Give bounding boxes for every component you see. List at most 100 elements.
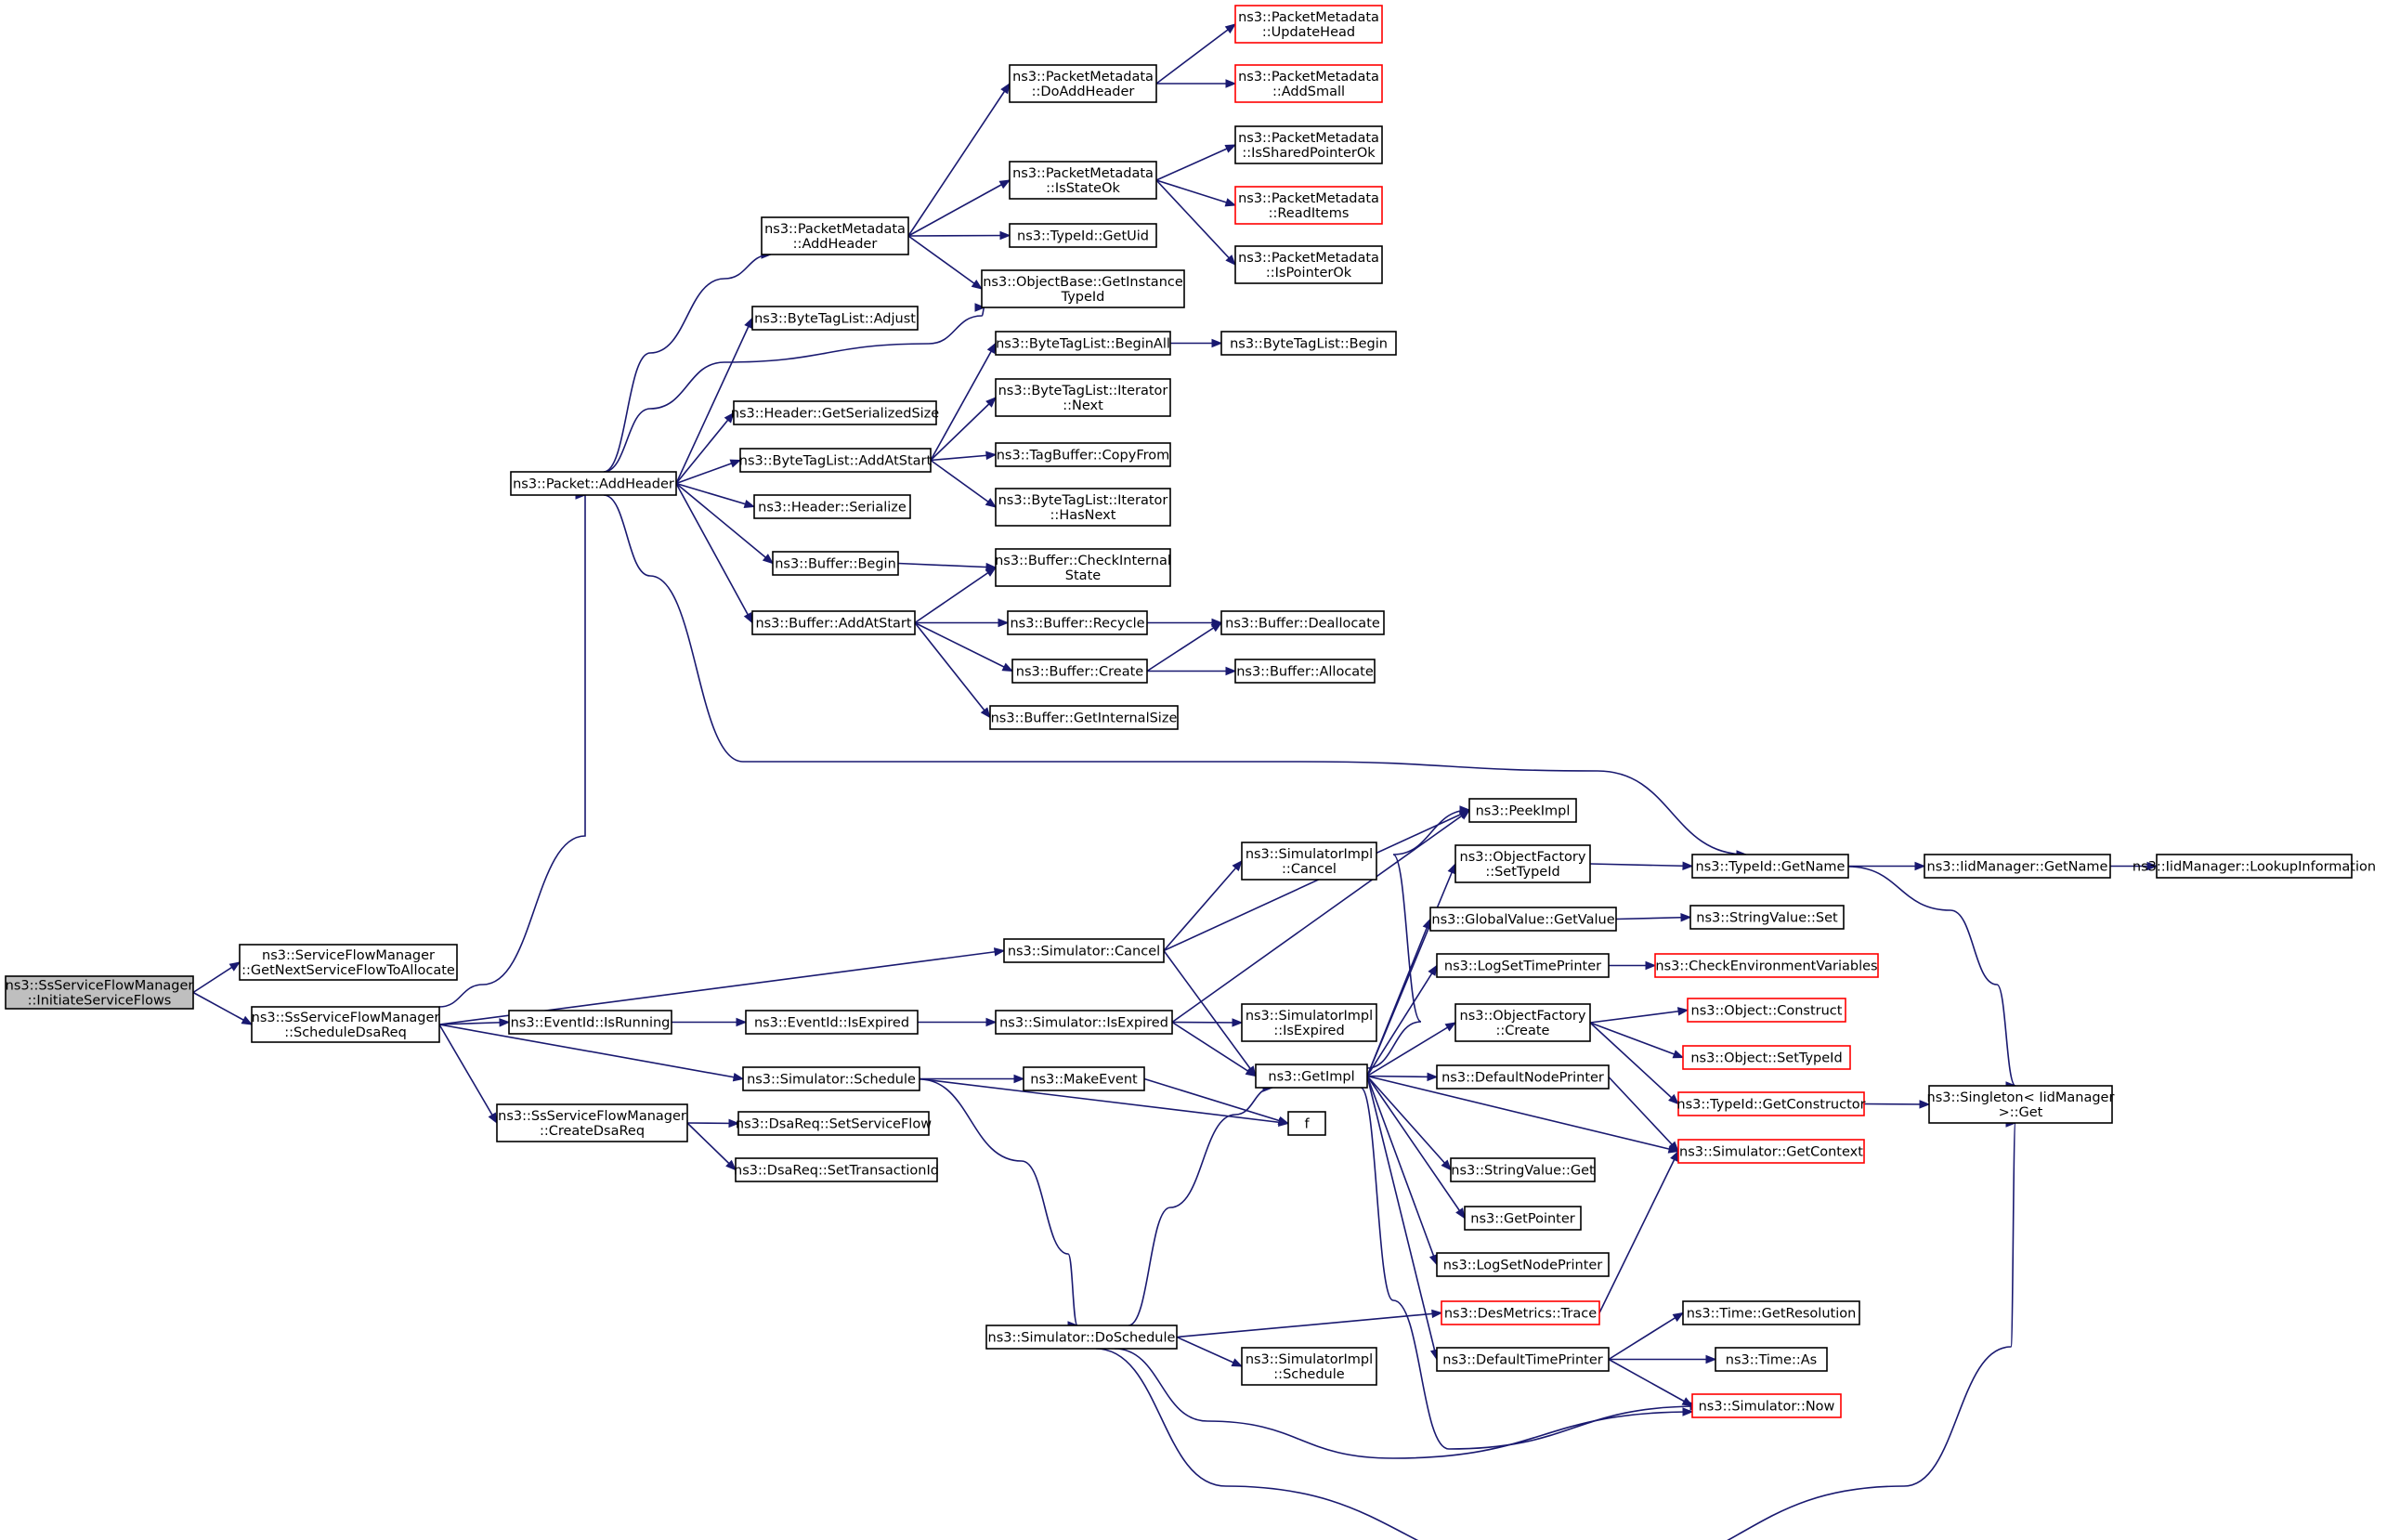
graph-node-pm-shared[interactable]: ns3::PacketMetadata::IsSharedPointerOk	[1234, 125, 1383, 164]
node-box[interactable]	[1234, 659, 1376, 684]
node-box[interactable]	[1677, 1139, 1865, 1164]
graph-node-root[interactable]: ns3::SsServiceFlowManager::InitiateServi…	[5, 975, 194, 1010]
node-box[interactable]	[1689, 905, 1845, 930]
graph-node-sfm-next[interactable]: ns3::ServiceFlowManager::GetNextServiceF…	[239, 944, 458, 981]
graph-node-buf-alloc[interactable]: ns3::Buffer::Allocate	[1234, 659, 1376, 684]
node-box[interactable]	[251, 1006, 440, 1043]
node-box[interactable]	[739, 448, 932, 473]
graph-node-btl-it-has[interactable]: ns3::ByteTagList::Iterator::HasNext	[995, 488, 1171, 527]
graph-node-gv-get[interactable]: ns3::GlobalValue::GetValue	[1429, 907, 1617, 932]
node-box[interactable]	[1436, 1064, 1610, 1090]
node-box[interactable]	[1234, 186, 1383, 225]
graph-node-sim-schedule[interactable]: ns3::Simulator::Schedule	[742, 1066, 920, 1091]
graph-node-buf-intsize[interactable]: ns3::Buffer::GetInternalSize	[989, 705, 1179, 730]
node-box[interactable]	[737, 1111, 930, 1136]
graph-node-sim-now[interactable]: ns3::Simulator::Now	[1691, 1393, 1842, 1418]
node-box[interactable]	[1687, 998, 1846, 1023]
node-box[interactable]	[1007, 610, 1148, 635]
graph-node-btl-adj[interactable]: ns3::ByteTagList::Adjust	[751, 306, 919, 331]
graph-node-iid-getname[interactable]: ns3::IidManager::GetName	[1924, 854, 2111, 879]
graph-node-schedDsa[interactable]: ns3::SsServiceFlowManager::ScheduleDsaRe…	[251, 1006, 440, 1043]
graph-node-of-settid[interactable]: ns3::ObjectFactory::SetTypeId	[1454, 844, 1591, 883]
graph-node-btl-addstart[interactable]: ns3::ByteTagList::AddAtStart	[739, 448, 933, 473]
node-box[interactable]	[995, 548, 1171, 587]
graph-node-sv-get[interactable]: ns3::StringValue::Get	[1450, 1157, 1596, 1182]
node-box[interactable]	[1682, 1045, 1851, 1070]
graph-node-makeevent[interactable]: ns3::MakeEvent	[1023, 1066, 1145, 1091]
node-box[interactable]	[1450, 1157, 1596, 1182]
node-box[interactable]	[753, 494, 911, 519]
graph-node-buf-addstart[interactable]: ns3::Buffer::AddAtStart	[751, 610, 916, 635]
graph-node-pm-doadd[interactable]: ns3::PacketMetadata::DoAddHeader	[1009, 64, 1157, 103]
graph-node-hdr-ser[interactable]: ns3::Header::Serialize	[753, 494, 911, 519]
node-box[interactable]	[761, 216, 909, 255]
graph-node-time-as[interactable]: ns3::Time::As	[1715, 1347, 1828, 1372]
graph-node-pm-isok[interactable]: ns3::PacketMetadata::IsStateOk	[1009, 161, 1157, 200]
node-box[interactable]	[1234, 64, 1383, 103]
graph-node-pkt-add[interactable]: ns3::Packet::AddHeader	[510, 471, 677, 496]
node-box[interactable]	[1436, 953, 1610, 978]
graph-node-log-snp[interactable]: ns3::LogSetNodePrinter	[1436, 1252, 1610, 1277]
graph-node-pm-add[interactable]: ns3::PacketMetadata::AddHeader	[761, 216, 909, 255]
node-box[interactable]	[508, 1010, 672, 1035]
node-box[interactable]	[1241, 1347, 1377, 1386]
graph-node-tid-getctor[interactable]: ns3::TypeId::GetConstructor	[1676, 1091, 1866, 1116]
graph-node-getpointer[interactable]: ns3::GetPointer	[1464, 1206, 1582, 1231]
graph-node-time-res[interactable]: ns3::Time::GetResolution	[1682, 1300, 1860, 1325]
node-box[interactable]	[1003, 938, 1165, 963]
node-box[interactable]	[1454, 1003, 1591, 1042]
graph-node-buf-create[interactable]: ns3::Buffer::Create	[1011, 659, 1148, 684]
graph-node-obj-construct[interactable]: ns3::Object::Construct	[1687, 998, 1846, 1023]
node-box[interactable]	[1255, 1064, 1368, 1089]
graph-node-dsa-setsf[interactable]: ns3::DsaReq::SetServiceFlow	[736, 1111, 932, 1136]
node-box[interactable]	[1234, 125, 1383, 164]
graph-node-singleton[interactable]: ns3::Singleton< IidManager>::Get	[1927, 1085, 2115, 1124]
graph-node-log-stp[interactable]: ns3::LogSetTimePrinter	[1436, 953, 1610, 978]
node-box[interactable]	[1241, 842, 1377, 881]
node-box[interactable]	[995, 488, 1171, 527]
node-box[interactable]	[1928, 1085, 2113, 1124]
node-box[interactable]	[1715, 1347, 1828, 1372]
node-box[interactable]	[1464, 1206, 1582, 1231]
node-box[interactable]	[510, 471, 677, 496]
graph-node-simimpl-sched[interactable]: ns3::SimulatorImpl::Schedule	[1241, 1347, 1377, 1386]
graph-node-simimpl-expired[interactable]: ns3::SimulatorImpl::IsExpired	[1241, 1003, 1377, 1042]
graph-node-createDsa[interactable]: ns3::SsServiceFlowManager::CreateDsaReq	[496, 1103, 688, 1142]
graph-node-buf-recycle[interactable]: ns3::Buffer::Recycle	[1007, 610, 1148, 635]
graph-node-sv-set[interactable]: ns3::StringValue::Set	[1689, 905, 1845, 930]
node-box[interactable]	[751, 306, 919, 331]
node-box[interactable]	[1220, 331, 1397, 356]
node-box[interactable]	[1441, 1300, 1600, 1325]
graph-node-pm-upd[interactable]: ns3::PacketMetadata::UpdateHead	[1234, 5, 1383, 44]
node-box[interactable]	[751, 610, 916, 635]
node-box[interactable]	[995, 442, 1171, 467]
graph-node-evid-running[interactable]: ns3::EventId::IsRunning	[508, 1010, 672, 1035]
node-box[interactable]	[995, 331, 1171, 356]
graph-node-tid-getname[interactable]: ns3::TypeId::GetName	[1691, 854, 1849, 879]
node-box[interactable]	[995, 378, 1171, 417]
node-box[interactable]	[1234, 5, 1383, 44]
graph-node-btl-it-next[interactable]: ns3::ByteTagList::Iterator::Next	[995, 378, 1171, 417]
node-box[interactable]	[1654, 953, 1879, 978]
graph-node-peekimpl[interactable]: ns3::PeekImpl	[1468, 798, 1577, 823]
graph-node-sim-dosched[interactable]: ns3::Simulator::DoSchedule	[985, 1325, 1178, 1350]
node-box[interactable]	[1436, 1252, 1610, 1277]
graph-node-buf-begin[interactable]: ns3::Buffer::Begin	[772, 551, 899, 576]
node-box[interactable]	[496, 1103, 688, 1142]
node-box[interactable]	[1691, 854, 1849, 879]
graph-node-iid-lookup[interactable]: ns3::IidManager::LookupInformation	[2133, 854, 2376, 879]
node-box[interactable]	[989, 705, 1179, 730]
node-box[interactable]	[239, 944, 458, 981]
node-box[interactable]	[1691, 1393, 1842, 1418]
graph-node-check-env[interactable]: ns3::CheckEnvironmentVariables	[1654, 953, 1879, 978]
graph-node-des-trace[interactable]: ns3::DesMetrics::Trace	[1441, 1300, 1600, 1325]
node-box[interactable]	[1468, 798, 1577, 823]
node-box[interactable]	[981, 269, 1185, 308]
node-box[interactable]	[1429, 907, 1617, 932]
node-box[interactable]	[2156, 854, 2353, 879]
node-box[interactable]	[1682, 1300, 1860, 1325]
node-box[interactable]	[1241, 1003, 1377, 1042]
node-box[interactable]	[1009, 64, 1157, 103]
graph-node-btl-begin[interactable]: ns3::ByteTagList::Begin	[1220, 331, 1397, 356]
